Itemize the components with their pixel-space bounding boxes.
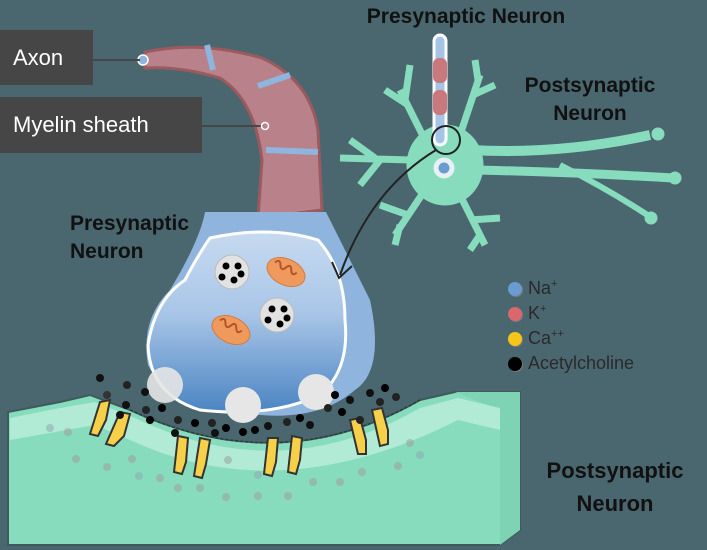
- acetylcholine-dot-icon: [508, 356, 522, 371]
- legend-item-calcium: Ca++: [508, 326, 634, 351]
- legend-label: Acetylcholine: [528, 353, 635, 373]
- myelin-sheath-label: Myelin sheath: [0, 97, 202, 153]
- myelinated-axon: [137, 44, 324, 220]
- postsynaptic-bottom-line2: Neuron: [576, 491, 654, 516]
- postsynaptic-neuron-top-label: Postsynaptic Neuron: [500, 72, 680, 128]
- legend-label: Na: [528, 278, 552, 298]
- sodium-dot-icon: [508, 281, 522, 296]
- postsynaptic-top-line1: Postsynaptic: [524, 74, 656, 97]
- presynaptic-terminal: [146, 212, 375, 423]
- legend-item-sodium: Na+: [508, 276, 634, 301]
- legend-label: Ca: [528, 328, 552, 348]
- axon-label-text: Axon: [13, 44, 64, 70]
- legend-sup: +: [540, 303, 547, 315]
- presynaptic-neuron-top-label: Presynaptic Neuron: [336, 3, 596, 31]
- synaptic-vesicles: [147, 254, 334, 423]
- legend-sup: +: [551, 278, 558, 290]
- acetylcholine-particles: [96, 374, 400, 437]
- mitochondria: [211, 256, 306, 346]
- presynaptic-neuron-left-label: Presynaptic Neuron: [70, 210, 189, 266]
- potassium-dot-icon: [508, 306, 522, 321]
- legend-item-potassium: K+: [508, 301, 634, 326]
- presynaptic-axon-small: [431, 33, 461, 155]
- axon-label: Axon: [0, 30, 93, 85]
- presynaptic-left-line1: Presynaptic: [70, 212, 190, 235]
- presynaptic-left-line2: Neuron: [70, 240, 144, 263]
- calcium-channel-receptors: [88, 398, 389, 480]
- calcium-dot-icon: [508, 331, 522, 346]
- legend: Na+ K+ Ca++ Acetylcholine: [508, 276, 634, 376]
- presynaptic-top-text: Presynaptic Neuron: [366, 5, 566, 28]
- myelin-pointer-icon: [260, 121, 270, 131]
- postsynaptic-neuron-bottom-label: Postsynaptic Neuron: [525, 454, 705, 520]
- postsynaptic-bottom-line1: Postsynaptic: [546, 458, 684, 483]
- legend-label: K: [528, 303, 541, 323]
- legend-item-acetylcholine: Acetylcholine: [508, 351, 634, 376]
- postsynaptic-top-line2: Neuron: [553, 102, 627, 125]
- ion-particles: [46, 424, 424, 501]
- myelin-sheath-label-text: Myelin sheath: [13, 112, 149, 137]
- arrowhead-icon: [331, 261, 353, 280]
- legend-sup: ++: [551, 328, 564, 340]
- zoom-arrow: [339, 149, 437, 276]
- postsynaptic-neuron-cell: [339, 59, 682, 252]
